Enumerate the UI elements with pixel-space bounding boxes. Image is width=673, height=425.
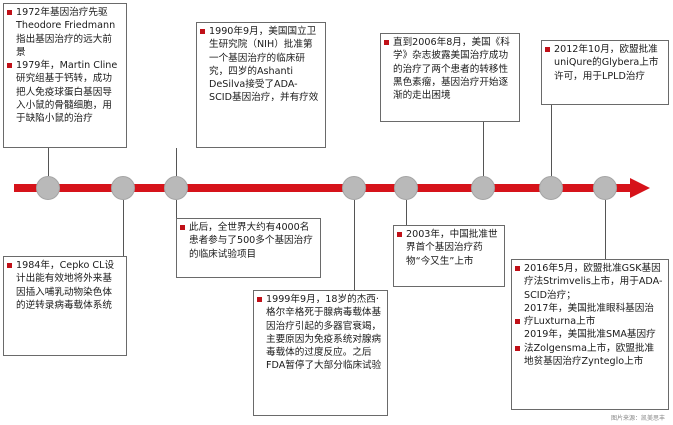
bullet-marker <box>7 263 12 268</box>
timeline-node <box>394 176 418 200</box>
event-box-1972-1979: 1972年基因治疗先驱Theodore Friedmann指出基因治疗的远大前景… <box>3 3 127 148</box>
timeline-node <box>36 176 60 200</box>
event-text: 2017年，美国批准眼科基因治疗Luxturna上市 <box>524 302 654 328</box>
connector-e7 <box>483 122 484 176</box>
connector-e9 <box>605 200 606 259</box>
event-box-2012: 2012年10月，欧盟批准uniQure的Glybera上市许可，用于LPLD治… <box>541 40 669 105</box>
bullet-marker <box>200 29 205 34</box>
event-text: 2019年，美国批准SMA基因疗法Zolgensma上市，欧盟批准地贫基因治疗Z… <box>524 329 656 368</box>
bullet-marker <box>515 346 520 351</box>
event-text: 1979年，Martin Cline研究组基于钙转，成功把人免疫球蛋白基因导入小… <box>16 60 118 125</box>
bullet-marker <box>7 10 12 15</box>
bullet-marker <box>257 297 262 302</box>
event-box-2016-2019: 2016年5月，欧盟批准GSK基因疗法Strimvelis上市，用于ADA-SC… <box>511 259 669 410</box>
timeline-axis <box>14 184 634 192</box>
timeline-node <box>539 176 563 200</box>
event-text: 1999年9月，18岁的杰西·格尔辛格死于腺病毒载体基因治疗引起的多器官衰竭，主… <box>266 294 382 372</box>
connector-e3 <box>176 148 177 176</box>
timeline-node <box>111 176 135 200</box>
connector-e5 <box>354 200 355 290</box>
timeline-node <box>471 176 495 200</box>
event-text: 2003年，中国批准世界首个基因治疗药物“今又生”上市 <box>406 229 498 267</box>
event-text: 直到2006年8月，美国《科学》杂志披露美国治疗成功的治疗了两个患者的转移性黑色… <box>393 37 510 102</box>
bullet-marker <box>180 225 185 230</box>
event-text: 1972年基因治疗先驱Theodore Friedmann指出基因治疗的远大前景 <box>16 7 116 58</box>
timeline-arrowhead <box>630 178 650 198</box>
bullet-marker <box>397 232 402 237</box>
bullet-marker <box>545 47 550 52</box>
event-box-1984: 1984年，Cepko CL设计出能有效地将外来基因插入哺乳动物染色体的逆转录病… <box>3 256 127 356</box>
event-box-1990: 1990年9月，美国国立卫生研究院（NIH）批准第一个基因治疗的临床研究，四岁的… <box>196 22 326 148</box>
bullet-marker <box>7 63 12 68</box>
event-box-aftermath: 此后，全世界大约有4000名患者参与了500多个基因治疗的临床试验项目 <box>176 218 321 278</box>
event-text: 1990年9月，美国国立卫生研究院（NIH）批准第一个基因治疗的临床研究，四岁的… <box>209 26 319 104</box>
connector-e4 <box>176 200 177 218</box>
timeline-node <box>593 176 617 200</box>
image-credit: 图片来源：凯美思丰 <box>610 415 665 422</box>
bullet-marker <box>515 266 520 271</box>
bullet-marker <box>515 319 520 324</box>
connector-e6 <box>406 200 407 225</box>
event-text: 此后，全世界大约有4000名患者参与了500多个基因治疗的临床试验项目 <box>189 222 313 260</box>
event-text: 2016年5月，欧盟批准GSK基因疗法Strimvelis上市，用于ADA-SC… <box>524 263 663 301</box>
connector-e1 <box>48 148 49 176</box>
event-box-2006: 直到2006年8月，美国《科学》杂志披露美国治疗成功的治疗了两个患者的转移性黑色… <box>380 33 520 122</box>
event-text: 2012年10月，欧盟批准uniQure的Glybera上市许可，用于LPLD治… <box>554 44 659 82</box>
connector-e2 <box>123 200 124 256</box>
timeline-node <box>164 176 188 200</box>
event-box-2003: 2003年，中国批准世界首个基因治疗药物“今又生”上市 <box>393 225 505 287</box>
event-text: 1984年，Cepko CL设计出能有效地将外来基因插入哺乳动物染色体的逆转录病… <box>16 260 115 311</box>
timeline-node <box>342 176 366 200</box>
connector-e8 <box>551 105 552 176</box>
event-box-1999: 1999年9月，18岁的杰西·格尔辛格死于腺病毒载体基因治疗引起的多器官衰竭，主… <box>253 290 388 416</box>
bullet-marker <box>384 40 389 45</box>
